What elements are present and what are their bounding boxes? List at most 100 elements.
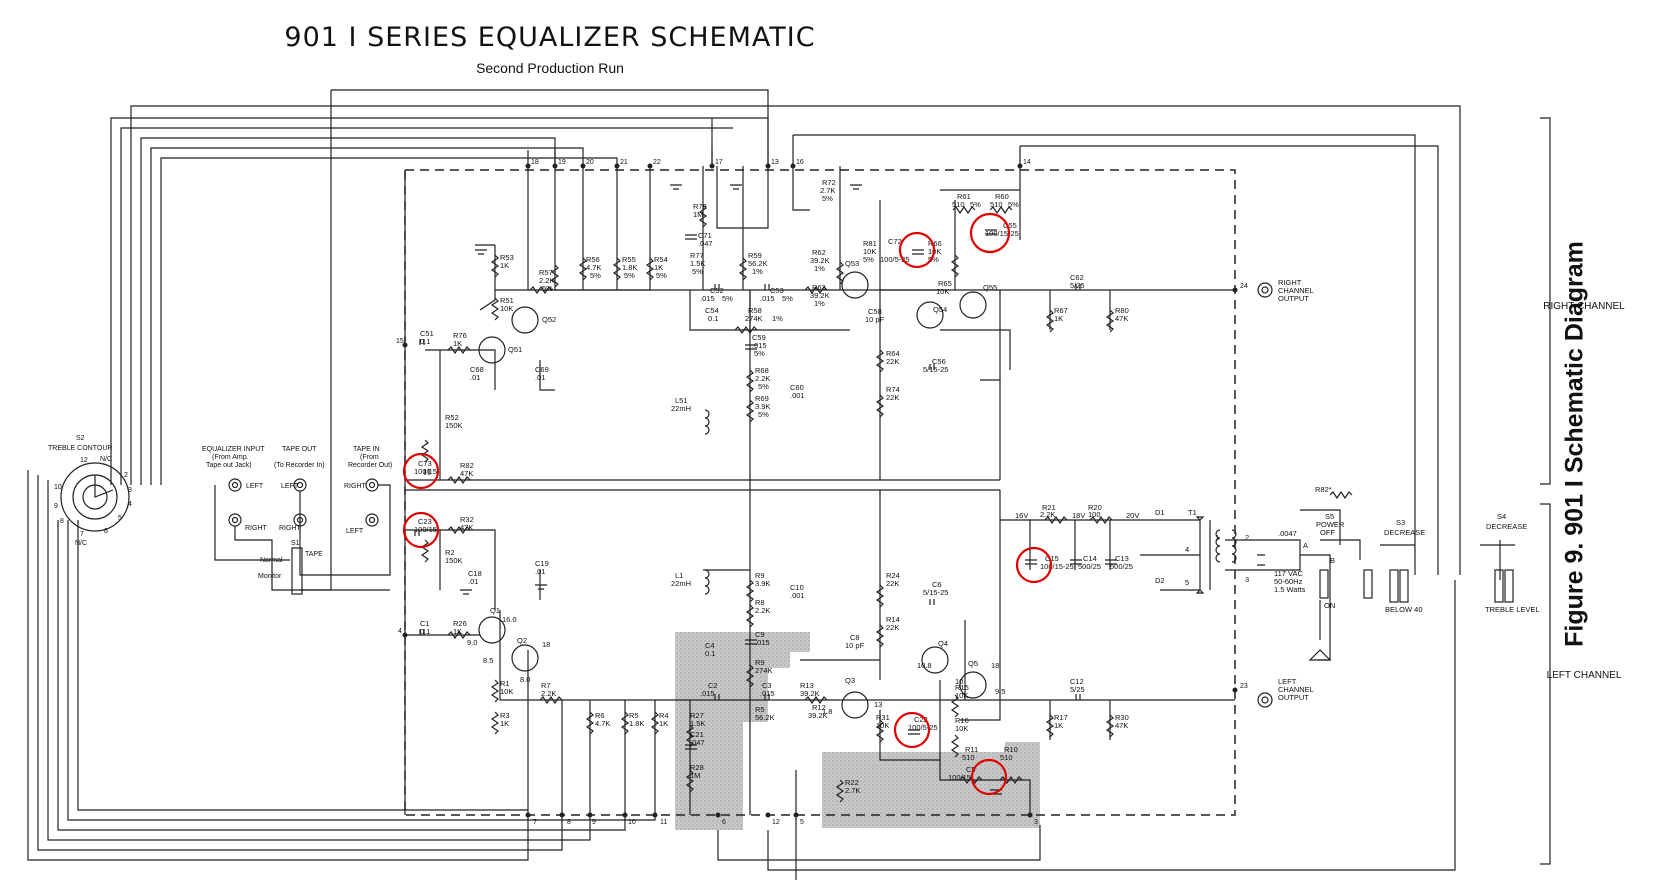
svg-text:10K: 10K [876,721,889,730]
svg-text:12: 12 [80,457,88,464]
svg-text:510: 510 [962,753,975,762]
svg-text:R56: R56 [586,255,600,264]
svg-text:18V: 18V [1072,511,1085,520]
svg-text:B: B [1330,556,1335,565]
svg-text:R6: R6 [595,711,605,720]
svg-text:C6: C6 [932,580,942,589]
svg-text:Normal: Normal [260,557,283,564]
svg-text:R64: R64 [886,349,900,358]
svg-text:C51: C51 [420,329,434,338]
svg-text:A: A [1303,541,1308,550]
svg-text:22K: 22K [886,579,899,588]
svg-text:5/15-25: 5/15-25 [923,365,948,374]
svg-text:C22: C22 [914,715,928,724]
svg-text:5: 5 [800,819,804,826]
svg-text:10K: 10K [863,247,876,256]
svg-text:C3: C3 [762,681,772,690]
svg-text:10 pF: 10 pF [845,641,865,650]
svg-text:RIGHT: RIGHT [1278,278,1302,287]
svg-text:C56: C56 [932,357,946,366]
svg-text:LEFT: LEFT [346,528,364,535]
svg-text:TAPE OUT: TAPE OUT [282,446,317,453]
svg-text:C58: C58 [868,307,882,316]
svg-text:R27: R27 [690,711,704,720]
svg-text:500/25: 500/25 [1078,562,1101,571]
svg-text:1%: 1% [752,267,763,276]
svg-text:BELOW 40: BELOW 40 [1385,605,1423,614]
svg-text:TREBLE LEVEL: TREBLE LEVEL [1485,605,1540,614]
svg-text:R11: R11 [965,745,978,754]
svg-text:.015: .015 [700,689,715,698]
svg-text:R12: R12 [812,703,826,712]
svg-text:1: 1 [1215,533,1219,542]
svg-text:Q54: Q54 [933,305,947,314]
svg-text:TREBLE CONTOUR: TREBLE CONTOUR [48,445,112,452]
svg-text:6: 6 [722,819,726,826]
svg-text:R4: R4 [659,711,669,720]
svg-text:18: 18 [531,159,539,166]
svg-text:7: 7 [80,531,84,538]
svg-text:N/C: N/C [100,456,112,463]
svg-text:C15: C15 [1045,554,1059,563]
svg-text:.01: .01 [535,373,545,382]
svg-text:C13: C13 [1115,554,1129,563]
svg-text:.015: .015 [760,689,775,698]
svg-text:C18: C18 [468,569,482,578]
svg-text:100/15-25: 100/15-25 [1040,562,1074,571]
svg-text:.01: .01 [468,577,478,586]
svg-text:4: 4 [128,501,132,508]
svg-text:C5: C5 [966,765,976,774]
svg-text:DECREASE: DECREASE [1486,522,1527,531]
svg-text:2.2K: 2.2K [755,606,770,615]
svg-text:R58: R58 [748,306,762,315]
svg-text:LEFT: LEFT [281,483,299,490]
svg-text:RIGHT: RIGHT [245,525,268,532]
svg-text:1M: 1M [693,210,703,219]
svg-text:(To Recorder In): (To Recorder In) [274,462,325,469]
svg-text:10K: 10K [936,287,949,296]
svg-text:2.7K: 2.7K [845,786,860,795]
terminal-labels: 18 19 20 21 22 17 13 16 14 15 4 7 8 9 10… [396,159,1248,826]
svg-text:5%: 5% [758,410,769,419]
svg-text:510: 510 [952,200,965,209]
svg-text:2: 2 [124,472,128,479]
svg-text:R80: R80 [1115,306,1129,315]
svg-text:2.7K: 2.7K [820,186,835,195]
svg-text:5%: 5% [542,284,553,293]
svg-text:R16: R16 [955,716,969,725]
switches-s3-s4: S3 DECREASE BELOW 40 S4 DECREASE TREBLE … [1380,512,1540,614]
svg-text:R28: R28 [690,763,704,772]
svg-text:47K: 47K [1115,314,1128,323]
svg-text:LEFT: LEFT [246,483,264,490]
svg-text:R62: R62 [812,248,826,257]
svg-text:1.8: 1.8 [822,707,832,716]
left-channel-bracket [1540,503,1551,865]
svg-text:10: 10 [54,484,62,491]
svg-text:9.5: 9.5 [995,687,1005,696]
svg-text:R9: R9 [755,658,765,667]
svg-text:100/5-25: 100/5-25 [880,255,910,264]
svg-text:100/15: 100/15 [414,467,437,476]
svg-text:2.2K: 2.2K [541,689,556,698]
svg-text:S2: S2 [76,435,85,442]
svg-text:L51: L51 [675,396,688,405]
svg-text:16: 16 [796,159,804,166]
svg-text:C73: C73 [418,459,432,468]
svg-text:R55: R55 [622,255,636,264]
svg-text:Q52: Q52 [542,315,556,324]
svg-text:.001: .001 [790,591,805,600]
svg-text:R53: R53 [500,253,514,262]
svg-text:R59: R59 [748,251,762,260]
svg-text:C9: C9 [755,630,765,639]
svg-text:10: 10 [628,819,636,826]
svg-text:C8: C8 [850,633,860,642]
svg-text:9: 9 [54,503,58,510]
svg-text:R13: R13 [800,681,814,690]
svg-text:R32: R32 [460,515,474,524]
svg-text:9: 9 [592,819,596,826]
svg-text:(From Amp.: (From Amp. [212,454,249,461]
svg-text:14: 14 [1023,159,1031,166]
right-channel-bracket [1540,117,1551,485]
svg-text:R3: R3 [500,711,510,720]
svg-text:21: 21 [620,159,628,166]
